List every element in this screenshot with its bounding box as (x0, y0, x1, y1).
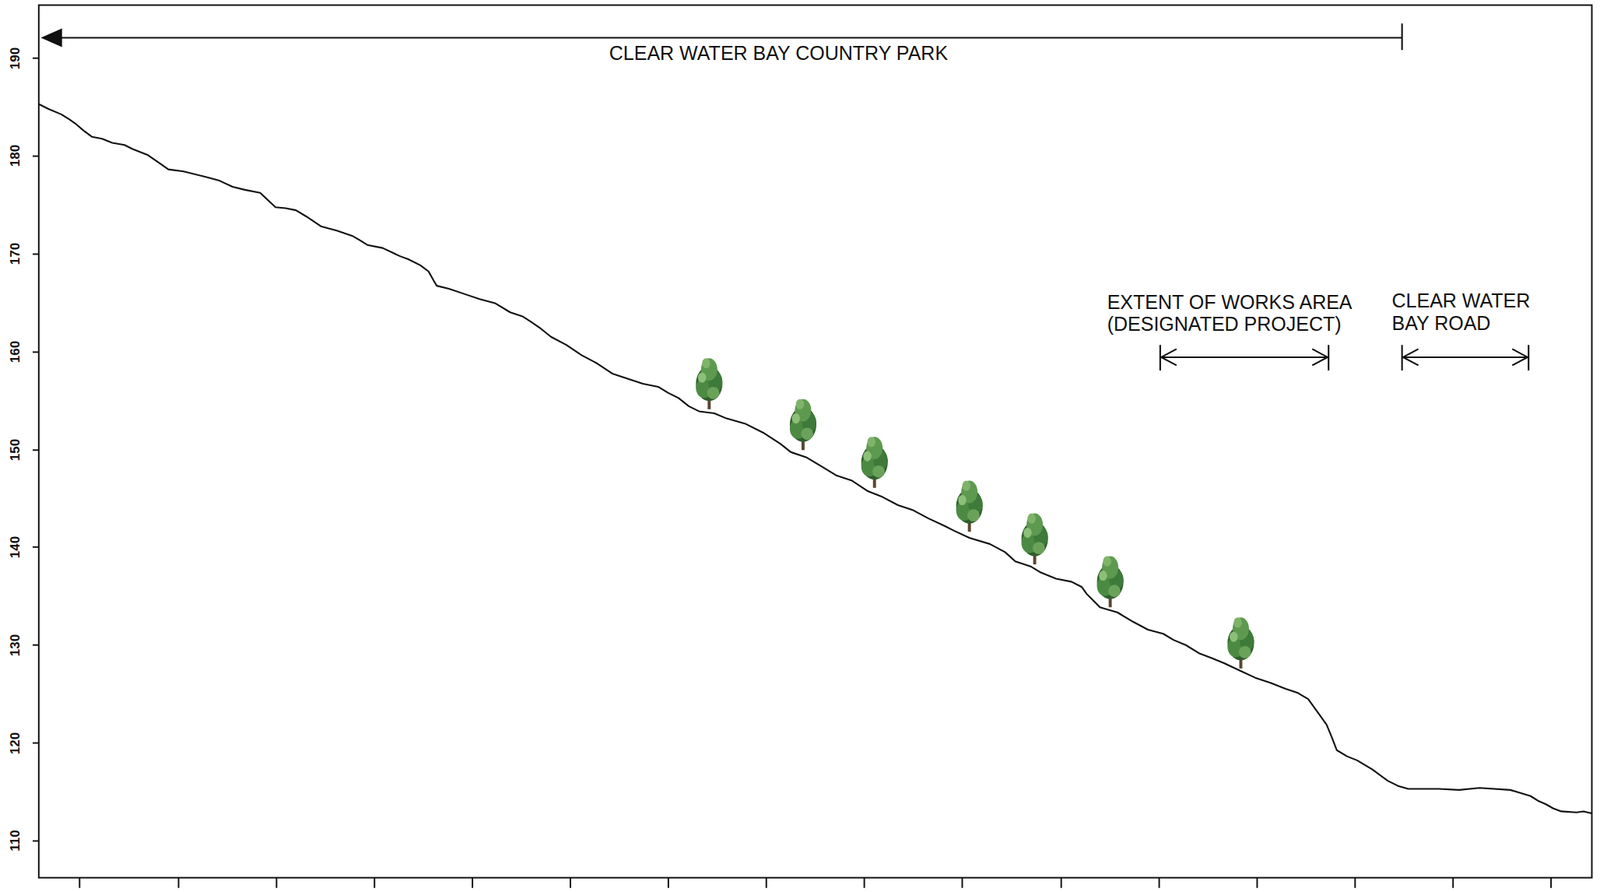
axis-value: 120 (7, 732, 24, 755)
axis-value: 150 (7, 438, 24, 460)
trees (695, 357, 1254, 669)
axis-value: 170 (7, 242, 24, 265)
axis-value: 190 (7, 47, 24, 70)
axis-value: 130 (7, 634, 24, 657)
road-label: CLEAR WATER BAY ROAD (1392, 289, 1552, 335)
axis-value: 180 (7, 144, 24, 167)
extent-arrows (42, 23, 1529, 371)
region-label: CLEAR WATER BAY COUNTRY PARK (609, 42, 948, 65)
frame (38, 5, 1593, 878)
works-area-label: EXTENT OF WORKS AREA (DESIGNATED PROJECT… (1107, 291, 1376, 337)
axis-value: 160 (7, 340, 24, 363)
axis-value: 110 (7, 830, 24, 852)
ground-profile (38, 104, 1593, 814)
axis-value: 140 (7, 536, 24, 558)
axis-ticks (32, 58, 1551, 888)
